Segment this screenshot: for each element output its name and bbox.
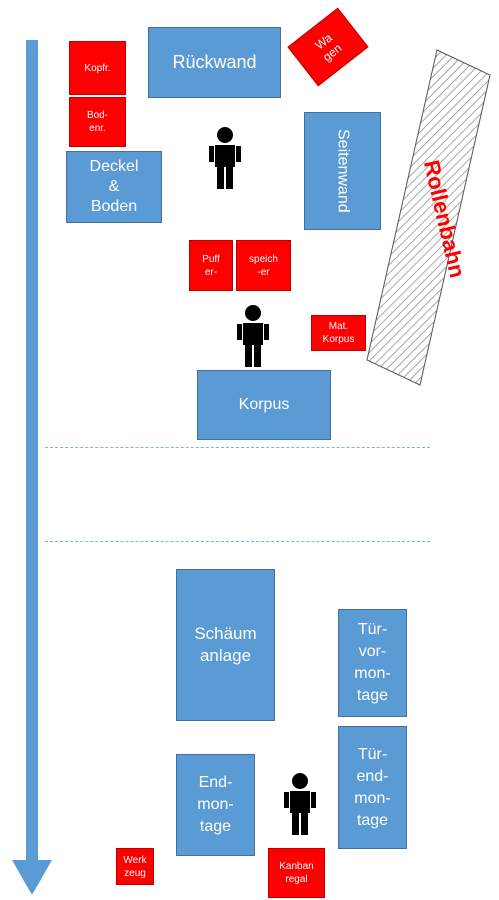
- puffer-box: Puff er-: [189, 240, 233, 291]
- station-seitenwand: Seitenwand: [304, 112, 381, 230]
- person-icon-korpus: [237, 305, 269, 367]
- station-tuerendmontage: Tür- end- mon- tage: [338, 726, 407, 849]
- station-tuervormontage: Tür- vor- mon- tage: [338, 609, 407, 717]
- flow-arrow-down-icon: [12, 40, 52, 895]
- person-icon-bottom: [284, 773, 316, 835]
- rollenbahn-conveyor: [366, 49, 491, 386]
- station-schaeumanlage: Schäum anlage: [176, 569, 275, 721]
- kopfregal-box: Kopfr.: [69, 41, 126, 95]
- station-korpus: Korpus: [197, 370, 331, 440]
- kanbanregal-box: Kanban regal: [268, 848, 325, 898]
- bodenregal-box: Bod- enr.: [69, 97, 126, 147]
- station-rueckwand: Rückwand: [148, 27, 281, 98]
- station-endmontage: End- mon- tage: [176, 754, 255, 856]
- section-divider-top: [45, 447, 430, 448]
- station-deckel-boden: Deckel & Boden: [66, 151, 162, 223]
- person-icon-top: [209, 127, 241, 189]
- material-korpus-box: Mat. Korpus: [311, 315, 366, 351]
- section-divider-bottom: [45, 541, 430, 542]
- speicher-box: speich -er: [236, 240, 291, 291]
- werkzeug-box: Werk zeug: [116, 848, 154, 885]
